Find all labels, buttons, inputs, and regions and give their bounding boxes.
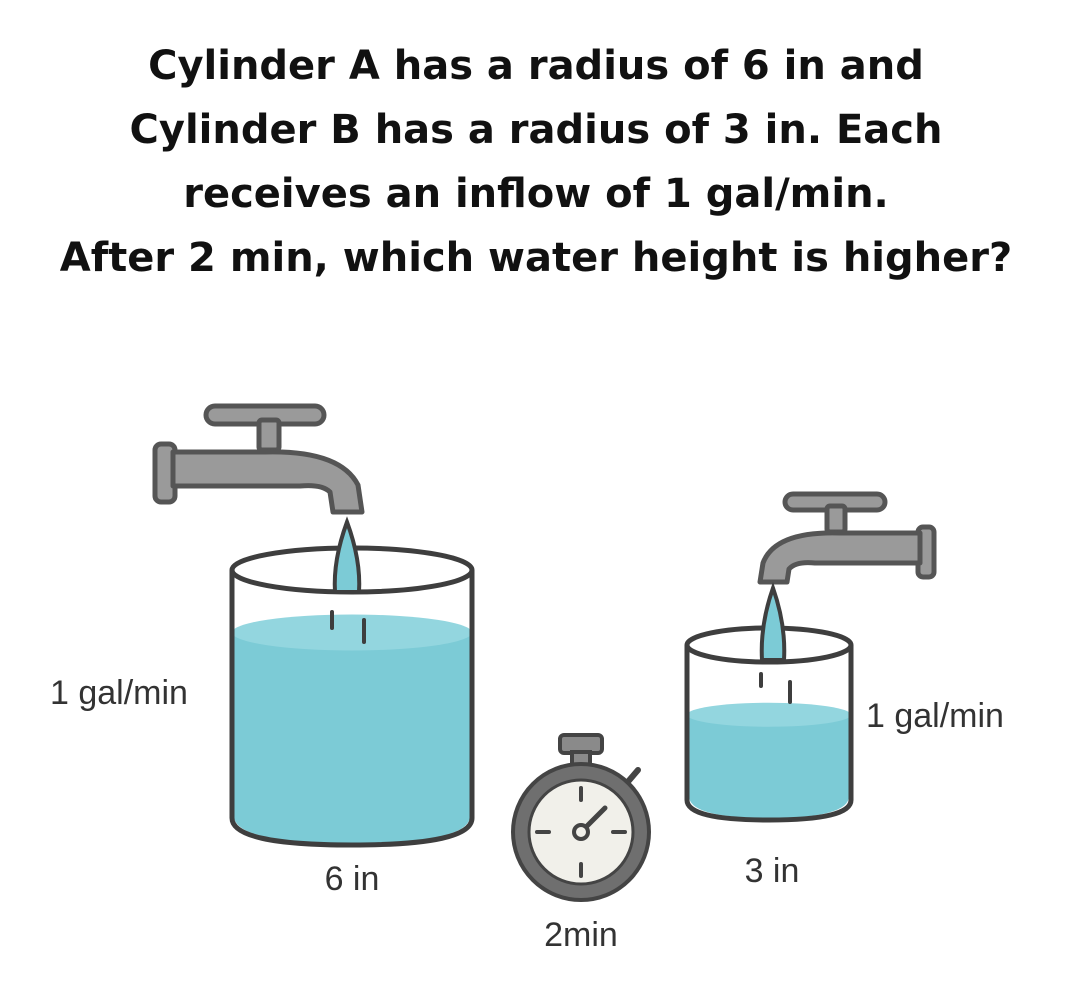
cylinder-a-flow-label: 1 gal/min: [50, 674, 188, 712]
stopwatch-icon: [511, 733, 651, 902]
cylinder-b-flow-label: 1 gal/min: [866, 697, 1004, 735]
water-surface-a: [232, 614, 472, 651]
water-surface-b: [687, 702, 851, 727]
cylinder-a-radius-label: 6 in: [325, 860, 380, 898]
faucet-a-icon: [152, 403, 365, 515]
question-text: Cylinder A has a radius of 6 in and Cyli…: [0, 34, 1072, 290]
water-fill-b: [689, 714, 849, 818]
water-fill-a: [234, 632, 470, 843]
cylinder-b-radius-label: 3 in: [745, 852, 800, 890]
water-stream-b: [759, 581, 792, 704]
question-line: After 2 min, which water height is highe…: [59, 235, 1013, 281]
question-line: receives an inflow of 1 gal/min.: [183, 171, 889, 217]
question-line: Cylinder A has a radius of 6 in and: [148, 43, 924, 89]
question-line: Cylinder B has a radius of 3 in. Each: [129, 107, 943, 153]
timer-label: 2min: [544, 916, 618, 954]
water-stream-a: [330, 516, 366, 644]
faucet-b-icon: [757, 491, 937, 585]
cylinder-a: [229, 545, 475, 848]
